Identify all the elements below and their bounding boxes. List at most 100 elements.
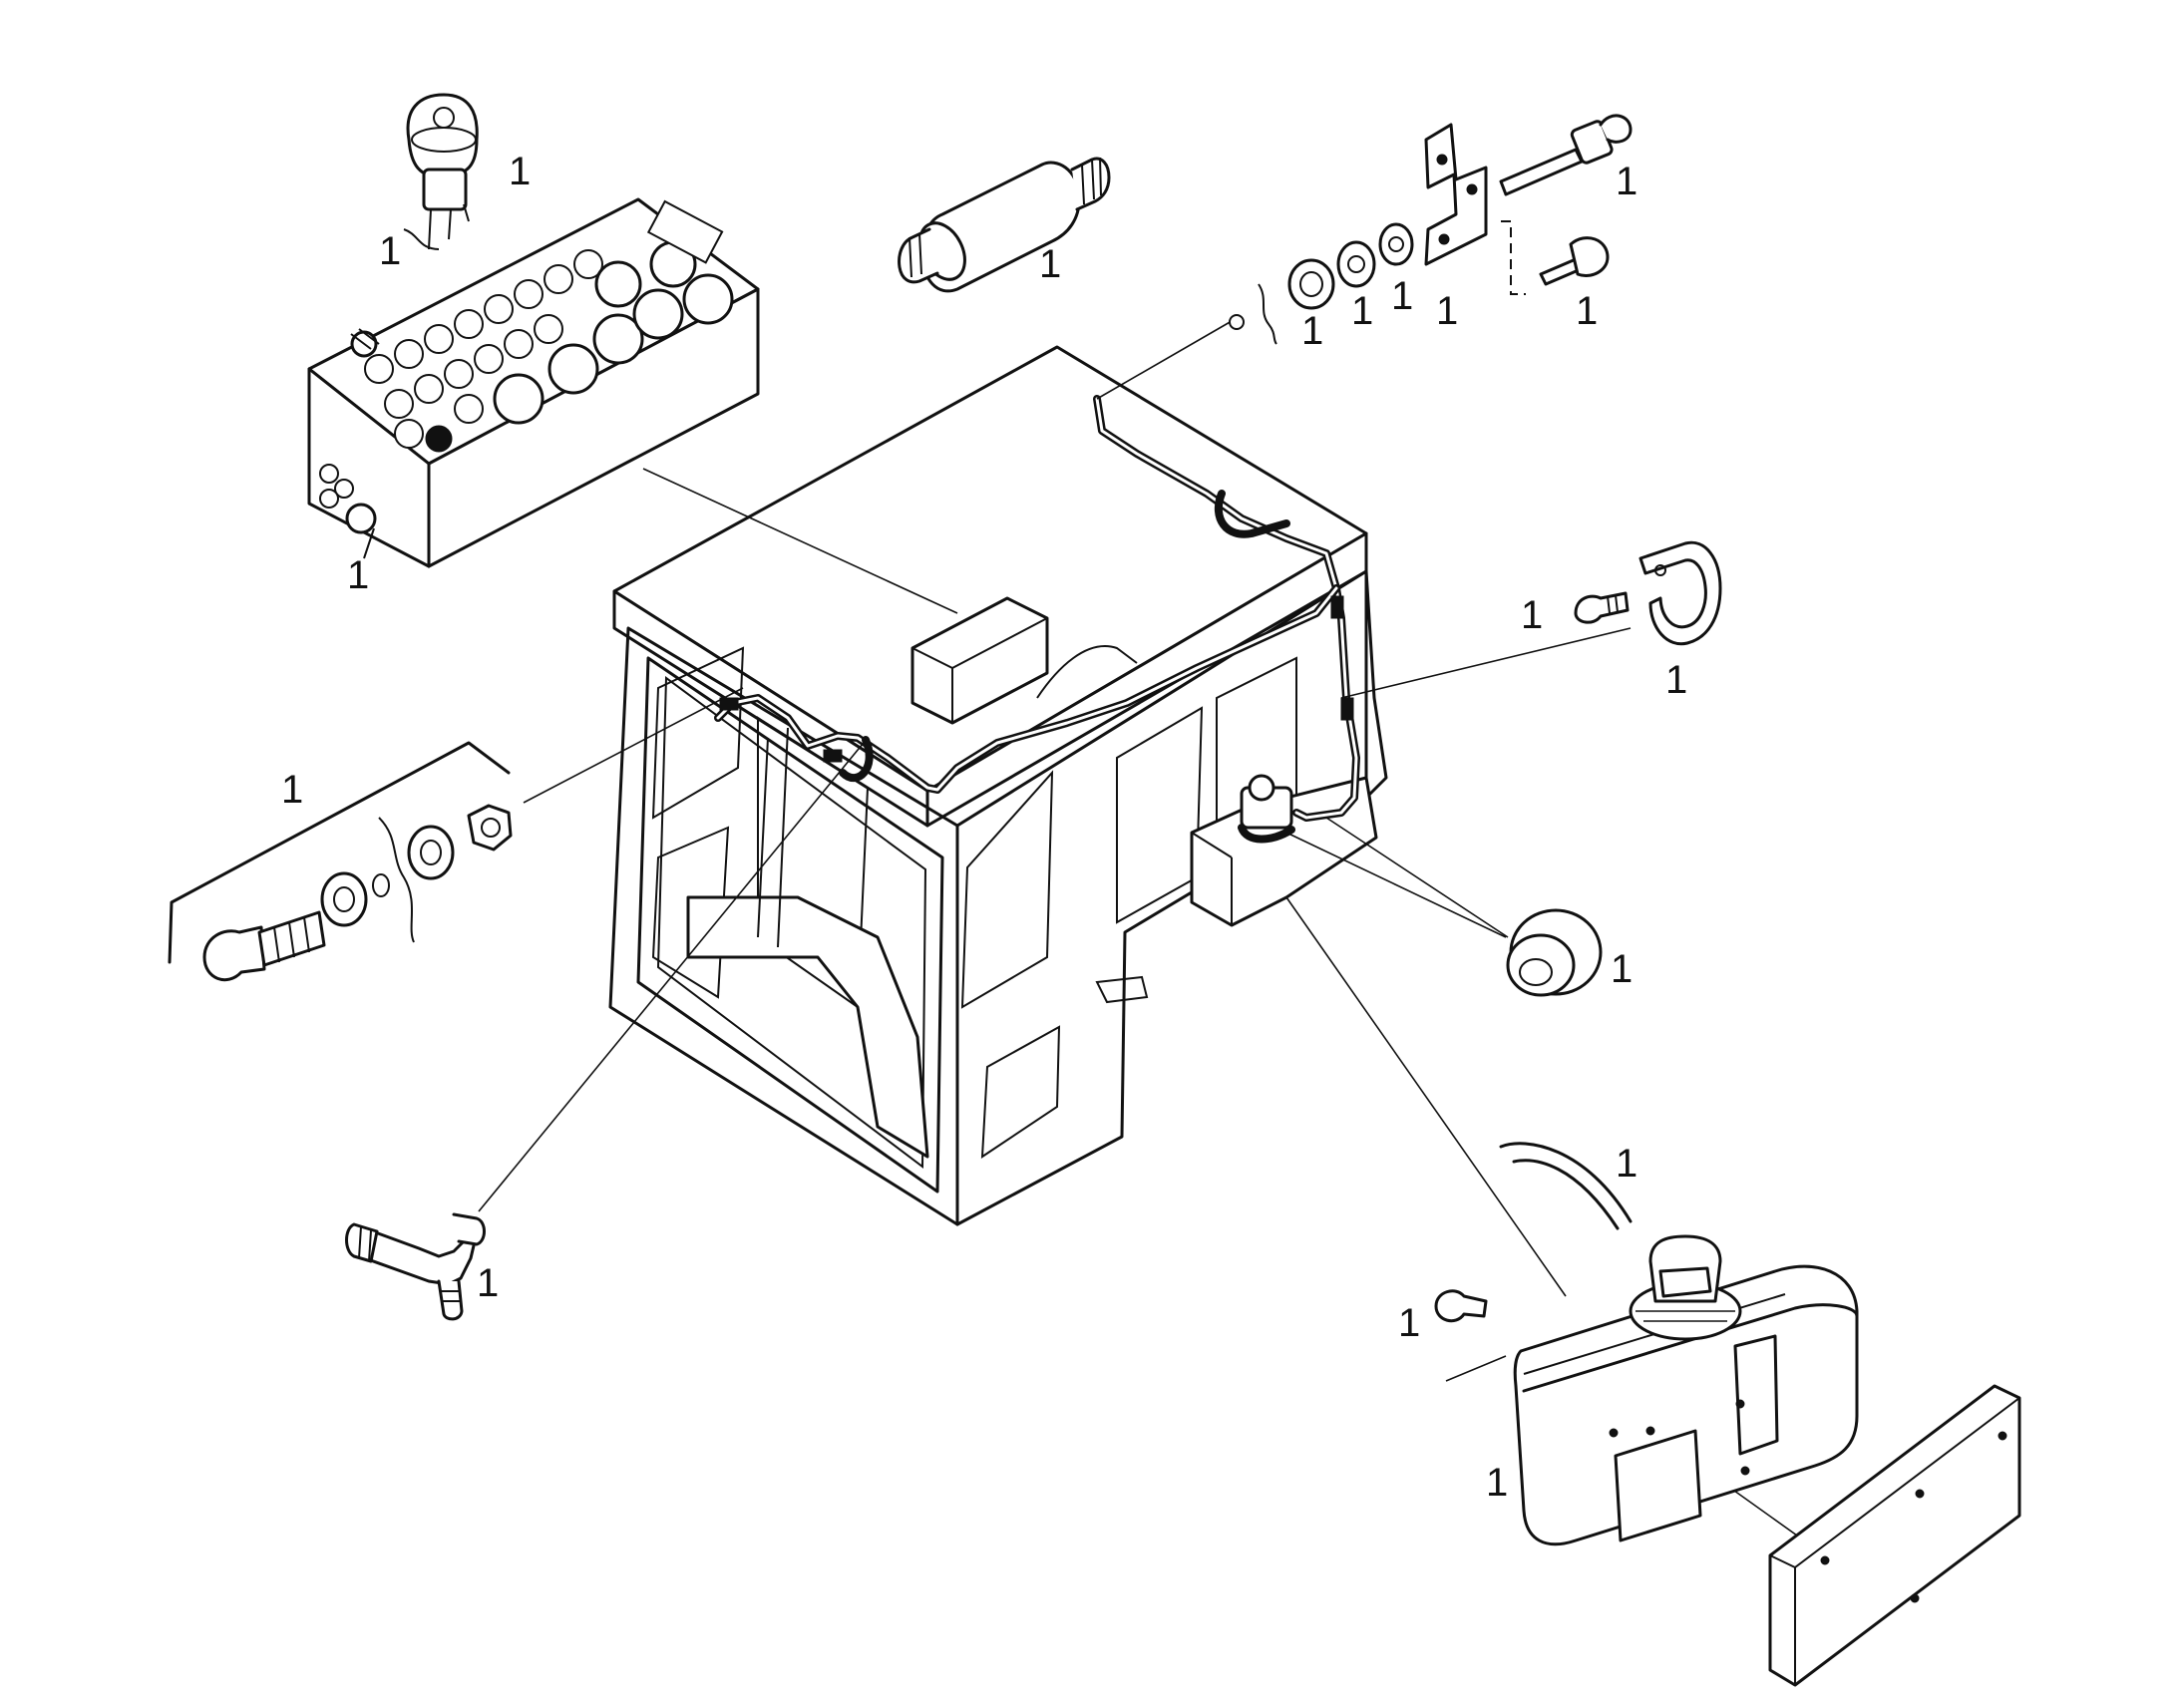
leader-tank-screw: [1445, 1355, 1507, 1382]
nozzle-kit-thread: [273, 916, 310, 963]
panel-gauges: [493, 240, 734, 425]
plate-hole: [1998, 1431, 2007, 1441]
tank-bracket-side: [1733, 1334, 1779, 1456]
tank-mount-plate: [1768, 1384, 2021, 1687]
hose-clip-b: [1340, 697, 1354, 721]
nozzle-top-grommet-hole: [1299, 271, 1323, 297]
cab-front-window-left: [651, 646, 745, 820]
nozzle-top-grommet: [1287, 258, 1335, 310]
washer-switch-nut: [422, 168, 468, 211]
nozzle-kit-washer-b-hole: [420, 840, 442, 865]
tank-screw-hole: [1735, 1399, 1745, 1409]
panel-switch: [514, 279, 544, 309]
hose-front-header-inner: [716, 586, 1338, 792]
leader-tee: [478, 737, 869, 1212]
callout-tee-fitting: 1: [477, 1261, 499, 1305]
hose-clip-d: [823, 749, 843, 763]
tank-lid-edge: [1522, 1303, 1859, 1393]
callout-nozzle-kit: 1: [281, 768, 303, 812]
plate-hole: [1820, 1555, 1830, 1565]
panel-gauge: [682, 273, 734, 325]
tee-fitting: [345, 1212, 486, 1321]
panel-switch: [394, 419, 424, 449]
nozzle-kit-nut: [467, 804, 513, 852]
nozzle-top-tip: [1599, 114, 1633, 144]
grommet-large: [1506, 908, 1603, 997]
plate-hole: [1915, 1489, 1925, 1499]
washer-tank: [1434, 1142, 2021, 1687]
leader-grommet-a: [1285, 832, 1507, 938]
panel-switch: [424, 324, 454, 354]
hose-front-loop: [839, 736, 874, 783]
panel-switch: [444, 359, 474, 389]
cab-side-window-mid: [1116, 706, 1204, 924]
pump-outlet: [1238, 824, 1295, 844]
panel-gauge: [547, 343, 599, 395]
panel-switch: [414, 374, 444, 404]
spacer-thread-right: [1070, 157, 1111, 211]
tee-down-thread-lines: [441, 1290, 461, 1302]
cab-dash-panel: [686, 895, 929, 1159]
cab-tab: [1095, 975, 1149, 1004]
spacer-thread-left: [898, 227, 939, 284]
clip-body: [1638, 540, 1722, 646]
nozzle-kit-nut-hole: [481, 818, 501, 838]
panel-switch: [384, 389, 414, 419]
panel-gauge: [594, 260, 642, 308]
panel-switch: [364, 354, 394, 384]
leader-tank: [1285, 896, 1567, 1297]
leader-grommet-b: [1325, 817, 1509, 938]
callout-hose: 1: [1616, 1142, 1637, 1186]
roof-box-edge-a: [911, 647, 953, 669]
callout-spacer: 1: [1039, 242, 1061, 286]
callout-bracket: 1: [1436, 289, 1458, 333]
panel-front-switch-leader: [363, 527, 375, 559]
tank-screw-hole: [1645, 1426, 1655, 1436]
plate-hole: [1910, 1593, 1920, 1603]
panel-switch-dark: [425, 425, 453, 453]
callout-nozzle-top: 1: [1616, 160, 1637, 203]
spacer-part: [898, 157, 1111, 293]
bracket-screw-head: [1569, 236, 1610, 277]
nozzle-kit-washer-b: [407, 825, 455, 880]
callout-washer-b: 1: [1391, 274, 1413, 318]
washer-switch-leader: [403, 228, 440, 250]
callouts: 1 1 1 1 1 1 1 1 1 1 1 1 1 1 1 1 1 1: [281, 150, 1687, 1505]
key-switch-key: [350, 328, 380, 350]
nozzle-kit-oring: [372, 873, 390, 897]
panel-front-switch: [345, 503, 377, 534]
nozzle-kit-left: [168, 741, 513, 982]
washer-switch-rim: [411, 127, 477, 153]
panel-gauge: [632, 288, 684, 340]
callout-tank: 1: [1486, 1461, 1508, 1505]
cab-pillar-line-b: [777, 727, 789, 948]
panel-front-knob: [319, 489, 339, 509]
callout-grommet-large: 1: [1611, 947, 1633, 991]
grommet-hole: [1519, 958, 1553, 986]
nozzle-bracket-hole: [1438, 233, 1450, 245]
panel-gauge: [493, 373, 545, 425]
callout-grommet-small: 1: [1301, 309, 1323, 353]
nozzle-top-washer-b-hole: [1388, 236, 1404, 252]
tank-bracket-front: [1614, 1429, 1702, 1542]
tank-mount-plate-edge-a: [1769, 1554, 1796, 1568]
cab-rear-edge: [1364, 569, 1388, 800]
hose-clip-a: [1330, 595, 1344, 619]
hose-clip: [1574, 540, 1722, 646]
washer-pump: [1238, 774, 1295, 844]
cab-door-frame-inner: [656, 676, 927, 1169]
leader-panel-to-cab: [642, 468, 958, 614]
cab-pillar-line-a: [757, 737, 769, 938]
grommet-face: [1506, 933, 1576, 997]
tank-hose: [1499, 1142, 1633, 1230]
nozzle-kit-bracket-line: [168, 741, 511, 964]
callout-switch-nut: 1: [379, 229, 401, 273]
spacer-thread-lines-right: [1081, 157, 1102, 205]
nozzle-bracket-hole: [1466, 183, 1478, 195]
leader-nozzle-kit: [523, 687, 744, 804]
panel-switch: [474, 344, 504, 374]
panel-switch: [573, 249, 603, 279]
washer-switch-symbol: [433, 107, 455, 129]
